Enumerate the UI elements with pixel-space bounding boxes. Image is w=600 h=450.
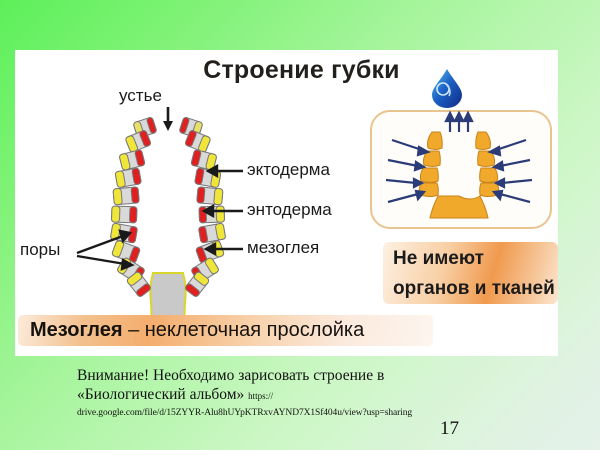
- inset-waterflow-diagram: [385, 110, 533, 219]
- label-entoderma: энтодерма: [247, 200, 332, 219]
- label-ektoderma: эктодерма: [247, 160, 330, 179]
- banner-no-organs: Не имеют органов и тканей: [383, 242, 558, 304]
- water-drop-icon: [432, 69, 462, 108]
- sponge-cross-section-diagram: [110, 107, 227, 326]
- banner-mezogleya-definition: – неклеточная прослойка: [122, 319, 365, 341]
- banner-mezogleya: Мезоглея – неклеточная прослойка: [18, 315, 433, 346]
- caption-url-scheme: https://: [248, 391, 274, 401]
- caption-album-title: «Биологический альбом»: [77, 386, 245, 403]
- label-ustye: устье: [119, 86, 162, 105]
- banner-no-organs-line2: органов и тканей: [393, 278, 555, 299]
- banner-mezogleya-term: Мезоглея: [30, 319, 123, 341]
- label-pory: поры: [20, 240, 61, 259]
- page-title: Строение губки: [203, 56, 400, 84]
- page-number: 17: [440, 418, 459, 439]
- caption-line-1: Внимание! Необходимо зарисовать строение…: [77, 367, 385, 384]
- label-mezogleya: мезоглея: [247, 238, 320, 257]
- caption-block: Внимание! Необходимо зарисовать строение…: [77, 366, 547, 419]
- caption-line-2: «Биологический альбом» https://: [77, 385, 547, 406]
- banner-no-organs-line1: Не имеют: [393, 248, 484, 269]
- caption-url: drive.google.com/file/d/15ZYYR-Alu8hUYpK…: [77, 408, 413, 418]
- illustration-panel: Строение губки: [15, 50, 558, 356]
